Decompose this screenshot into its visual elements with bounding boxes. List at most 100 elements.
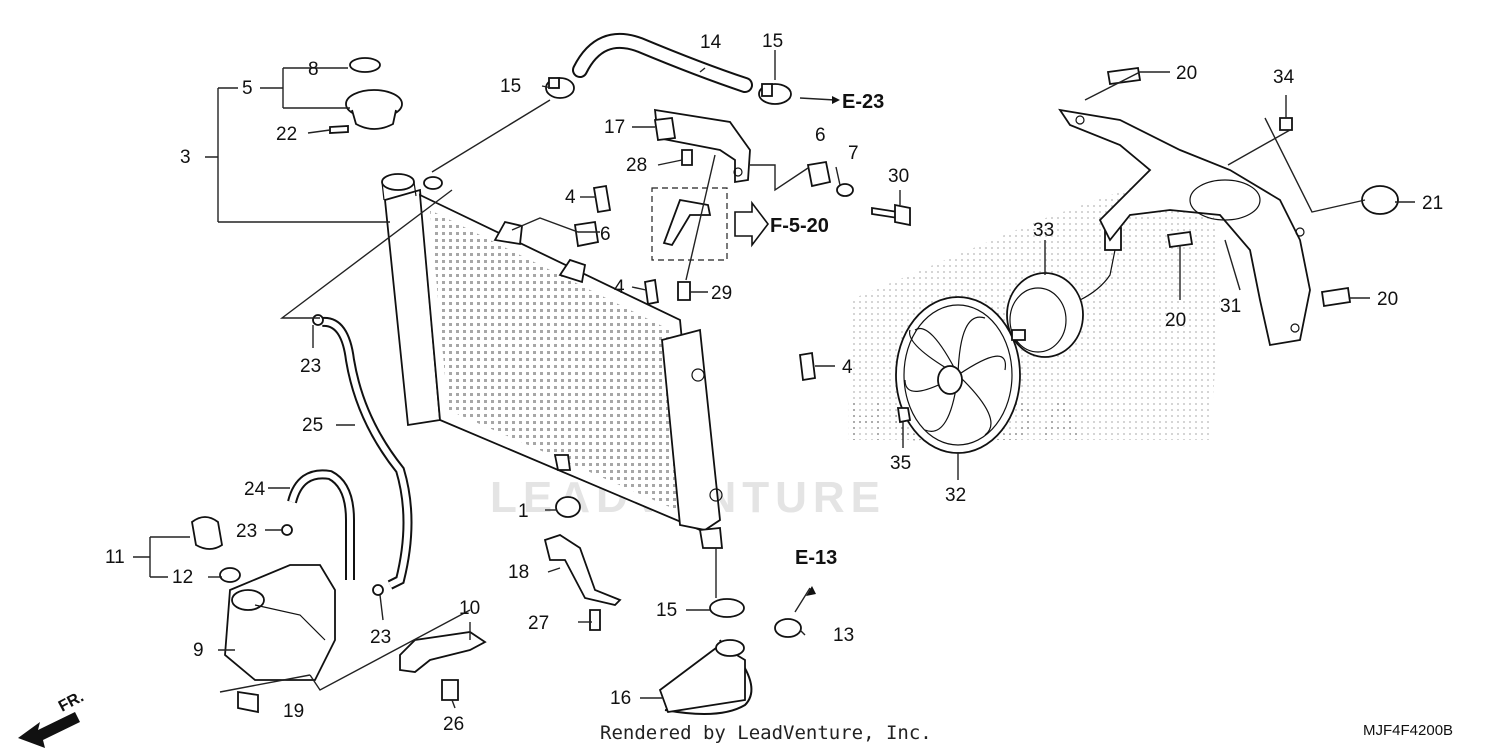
grommet-6-left [573,220,600,248]
bolt-30-head [894,203,911,227]
upper-hose [574,35,751,91]
fan-shroud-31 [1058,108,1311,347]
radiator-mount-tab-upper [493,220,523,246]
callout-21: 21 [1422,193,1443,214]
callout-4-a: 4 [565,187,576,208]
seal-12 [219,567,241,583]
fan-blades [904,316,1007,436]
grommet-6-right [806,160,832,188]
leader-lines [133,50,1415,709]
callout-14: 14 [700,32,722,53]
clip-23-mid [281,524,293,536]
ref-f520[interactable]: F-5-20 [770,215,829,237]
lower-hose-end [715,639,745,657]
bolt-20-top [1106,66,1142,86]
callout-34: 34 [1273,67,1295,88]
reserve-tank-body-9 [224,564,336,681]
callout-15-c: 15 [656,600,677,621]
bracket-17 [653,108,751,184]
fan-motor-33 [1006,272,1084,358]
filler-neck [381,173,415,191]
callout-15-b: 15 [762,31,783,52]
ref-e23[interactable]: E-23 [842,91,884,113]
radiator-cap [345,57,403,130]
radiator-lower-pin [553,454,572,471]
callout-20-right: 20 [1377,289,1398,310]
motor-wire [1079,249,1116,301]
callout-8: 8 [308,59,319,80]
bolt-29 [677,281,691,301]
clip-23-top [312,314,324,326]
callout-6-left: 6 [600,224,611,245]
radiator [381,173,723,549]
front-direction-arrow [18,712,80,748]
ref-e13[interactable]: E-13 [795,547,837,569]
shroud-hole-upper [1075,115,1085,125]
clamp-15-upper-right [758,83,792,105]
diagram-code: MJF4F4200B [1363,722,1453,739]
callout-35: 35 [890,453,911,474]
callout-23-top: 23 [300,356,321,377]
callout-7: 7 [848,143,859,164]
clamp-21 [1361,185,1399,215]
bolt-20-right [1320,286,1352,308]
reserve-tank-edge [254,604,326,641]
callout-29: 29 [711,283,732,304]
e13-arrowhead [806,586,816,596]
callout-5: 5 [242,78,253,99]
callout-20-mid: 20 [1165,310,1186,331]
callout-28: 28 [626,155,647,176]
shroud-hole-lower [1290,323,1300,333]
radiator-drain-boss [691,368,705,382]
callout-4-b: 4 [614,277,625,298]
callout-6-right: 6 [815,125,826,146]
clamp-15-upper-left [545,77,575,99]
callout-32: 32 [945,485,966,506]
bolt-19 [237,690,259,714]
grommet-1 [555,496,581,518]
nut-34 [1279,117,1293,131]
radiator-fins [430,210,688,515]
lower-hose-body [658,643,746,714]
bracket-18 [543,534,622,606]
bolt-20-mid [1166,230,1194,249]
filler-neck-sides [381,181,417,201]
callout-23-mid: 23 [236,521,257,542]
callout-3: 3 [180,147,191,168]
callout-16: 16 [610,688,631,709]
callout-25: 25 [302,415,323,436]
radiator-right-tank [661,328,721,531]
bracket-17-hole [733,167,743,177]
cap-skirt [351,109,397,130]
callout-30: 30 [888,166,909,187]
clip-23-low [372,584,384,596]
callout-10: 10 [459,598,480,619]
callout-18: 18 [508,562,529,583]
callout-23-low: 23 [370,627,391,648]
bracket-10 [399,631,487,673]
fan-hub [937,365,963,395]
front-direction-label: FR. [56,688,87,715]
collar-7 [836,183,854,197]
callout-12: 12 [172,567,193,588]
e23-arrowhead [832,96,840,104]
reserve-tank-neck [231,589,265,611]
stay-bracket [662,198,712,247]
motor-shaft [1011,329,1026,341]
hose-25-outline [321,316,413,590]
callout-13: 13 [833,625,854,646]
reserve-tank [191,516,336,681]
collar-17 [653,117,677,141]
radiator-mount-tab-mid [558,258,587,284]
fan-assembly [895,66,1399,454]
bolt-26 [441,679,459,701]
callout-27: 27 [528,613,549,634]
callout-26: 26 [443,714,464,735]
credit-text: Rendered by LeadVenture, Inc. [600,722,932,744]
clip-4-c [799,351,816,382]
callout-1: 1 [518,501,529,522]
radiator-outlet-boss [709,488,723,502]
reserve-cap-11 [191,516,223,550]
cap-seal [349,57,381,73]
